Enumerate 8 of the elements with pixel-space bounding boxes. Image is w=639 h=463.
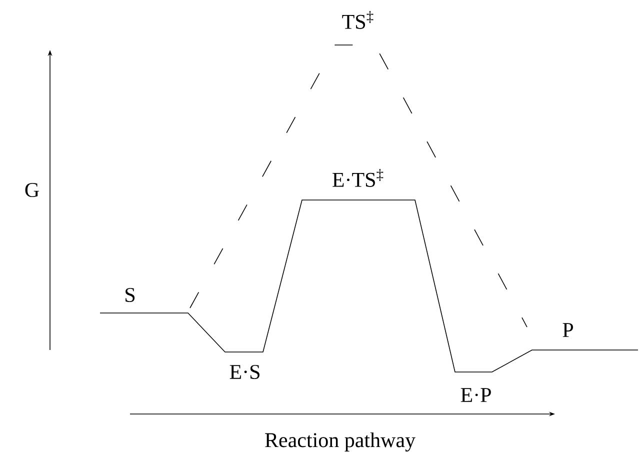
state-label: E·TS$^{‡}$ [332, 169, 384, 187]
state-label: E·P [460, 388, 491, 402]
state-label: E·S [230, 364, 260, 380]
state-label: P [562, 323, 573, 337]
axis-label: G [25, 182, 39, 198]
axis-label: Reaction pathway [265, 432, 416, 452]
state-label: TS$^{‡}$ [342, 11, 374, 29]
state-label: S [126, 288, 135, 302]
